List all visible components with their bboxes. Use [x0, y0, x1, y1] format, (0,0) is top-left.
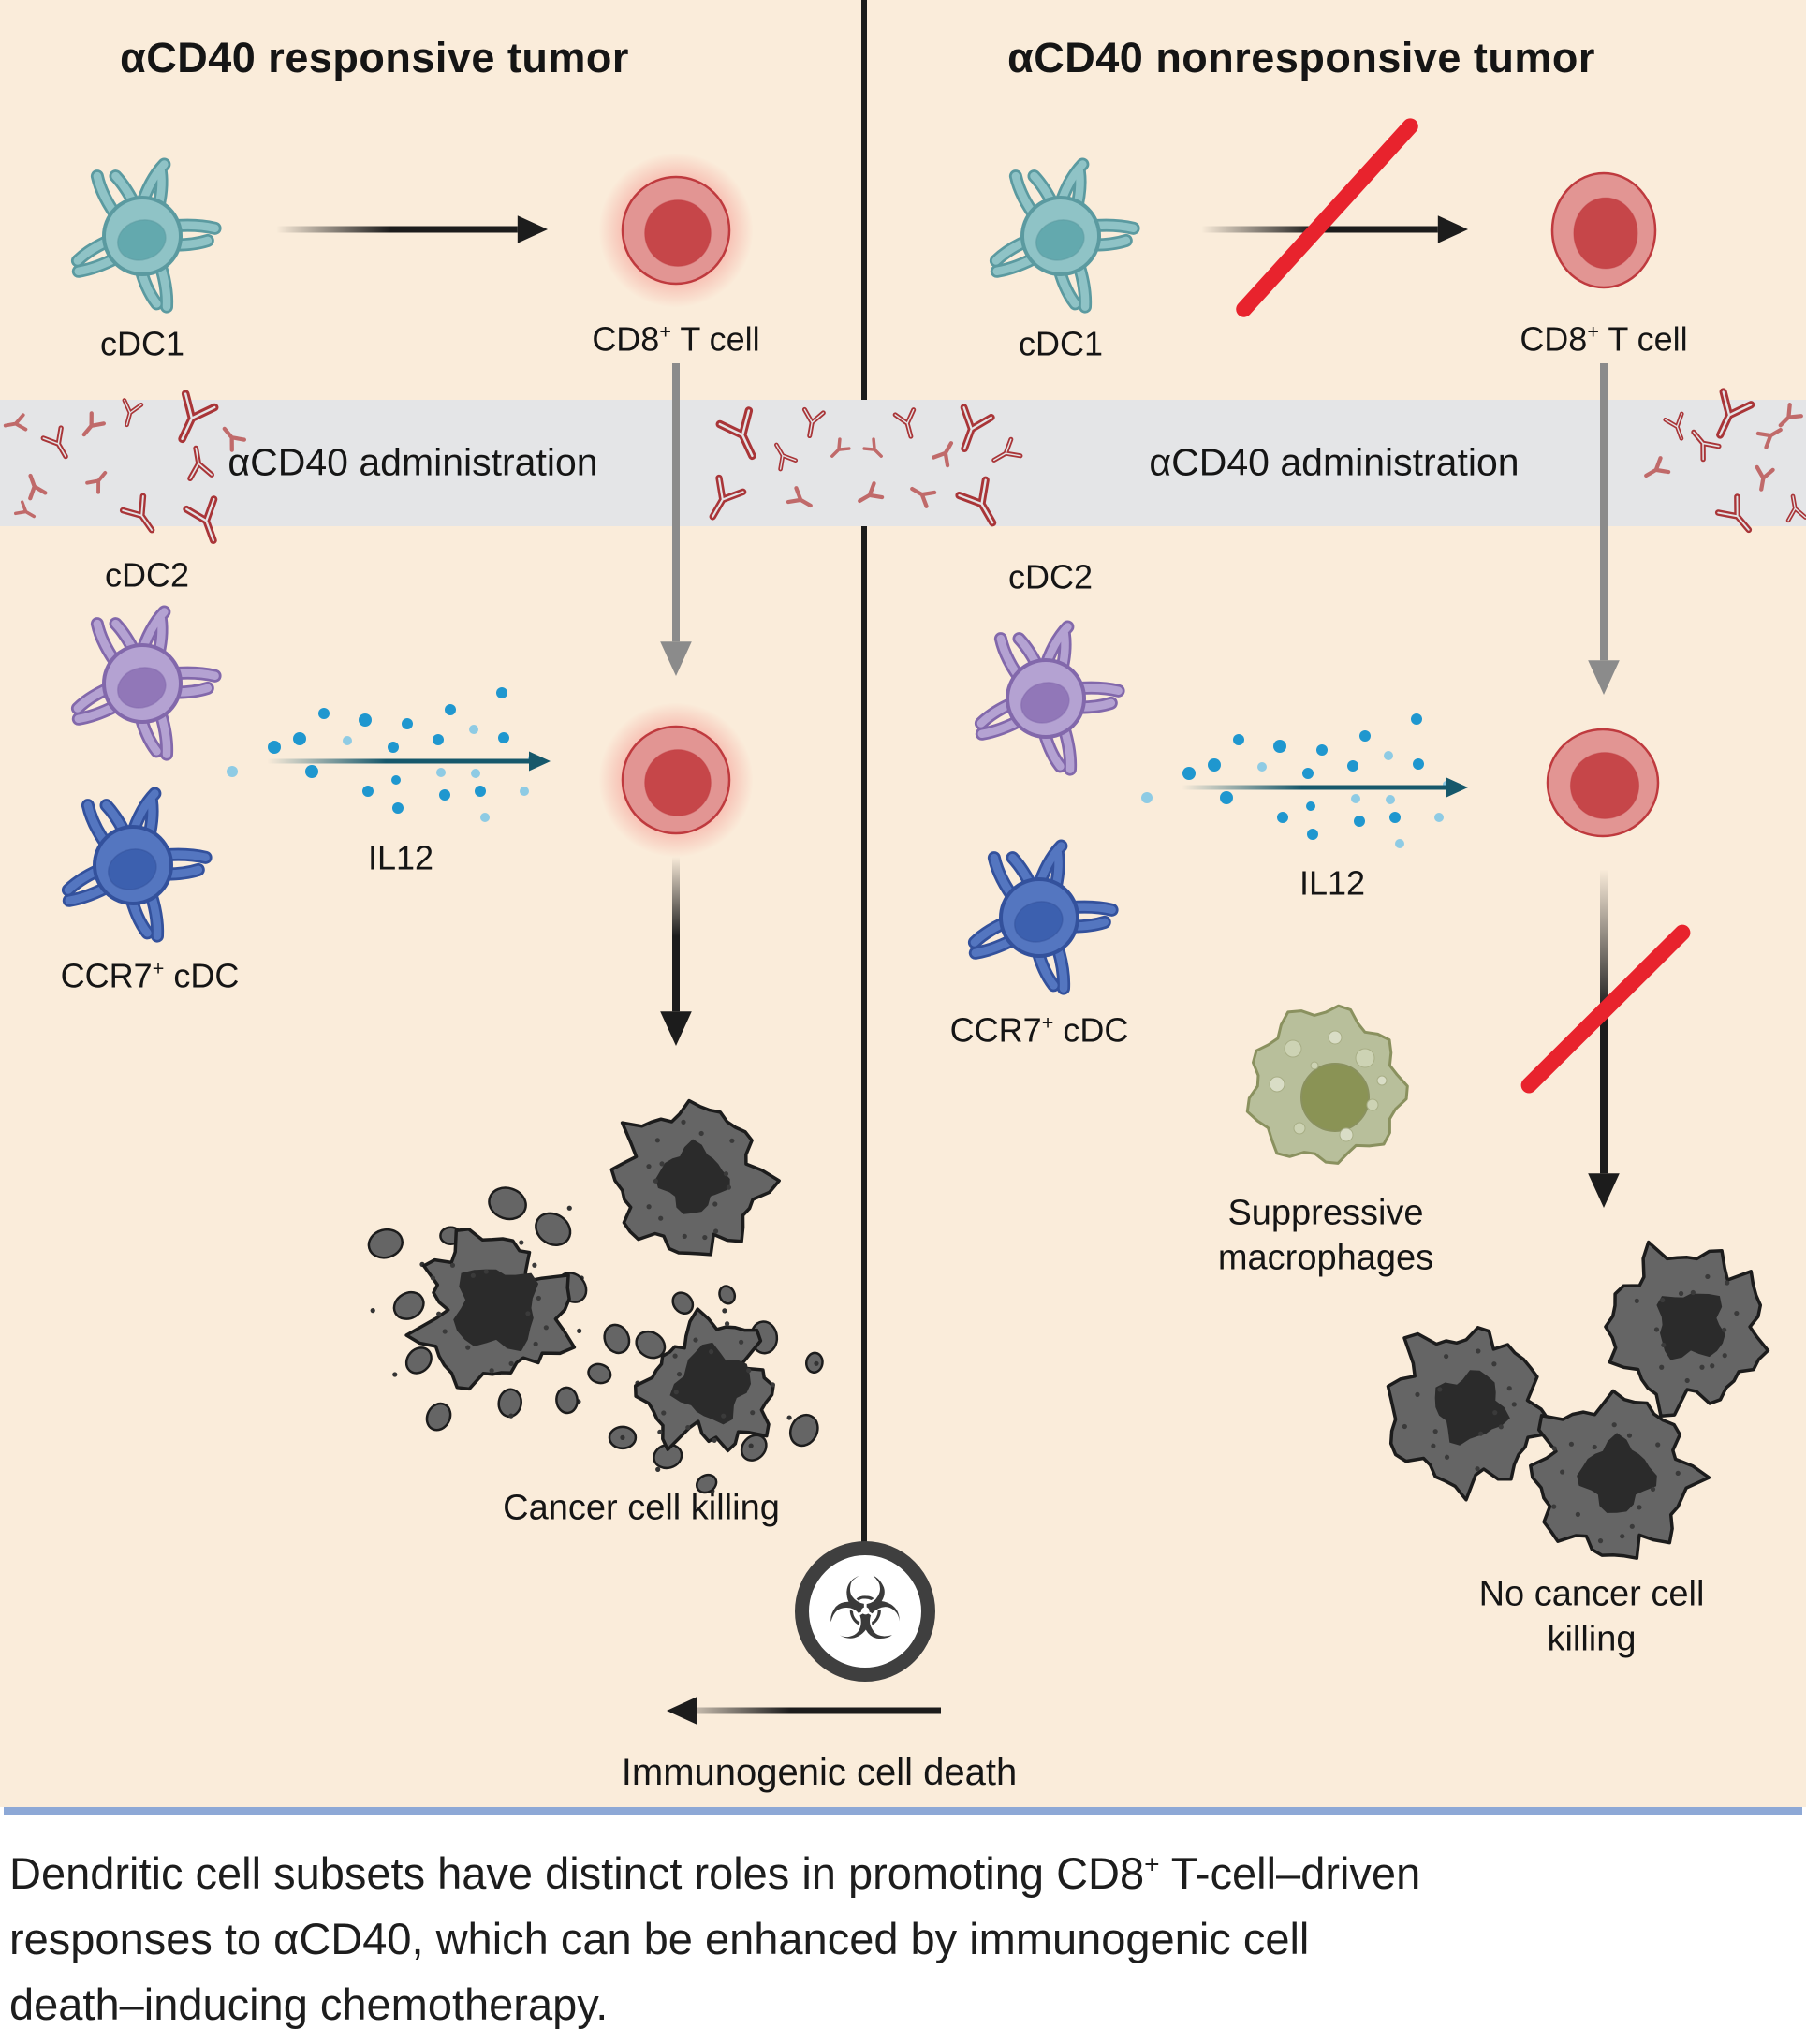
caption-line-3: death–inducing chemotherapy.	[9, 1979, 609, 2029]
cdc1-cell-right	[989, 157, 1140, 314]
cdc1-label-left: cDC1	[99, 324, 185, 363]
cd8-tcell-label-left: CD8+ T cell	[592, 319, 760, 359]
figure-caption: Dendritic cell subsets have distinct rol…	[9, 1841, 1798, 2037]
dying-cancer-cell-2	[367, 1186, 631, 1432]
caption-divider-rule	[4, 1807, 1802, 1815]
cdc2-cell-right	[974, 620, 1125, 776]
prohibit-slash-mid-right	[1517, 920, 1694, 1097]
biohazard-icon: ☣	[826, 1559, 904, 1659]
diagram-canvas: ☣ αCD40 responsive tumor cDC1 CD8+ T cel…	[0, 0, 1806, 1807]
right-panel-title: αCD40 nonresponsive tumor	[1007, 33, 1595, 81]
panel-divider-bottom	[861, 513, 867, 1542]
il12-burst-right	[1141, 713, 1468, 848]
prohibit-slash-top-right	[1232, 114, 1422, 320]
cdc1-cell-left	[70, 157, 222, 314]
cdc2-label-right: cDC2	[1007, 557, 1094, 596]
cancer-cell-right-1	[1604, 1240, 1770, 1418]
caption-line-1: Dendritic cell subsets have distinct rol…	[9, 1848, 1421, 1898]
no-cancer-cell-killing-label: No cancer cell killing	[1478, 1574, 1705, 1659]
left-panel-title: αCD40 responsive tumor	[120, 33, 629, 81]
suppressive-macrophages-label: Suppressive macrophages	[1217, 1193, 1434, 1278]
il12-label-right: IL12	[1299, 863, 1366, 903]
cd8-tcell-left-top	[565, 120, 786, 341]
ccr7-cdc-label-left: CCR7+ cDC	[60, 956, 240, 995]
cd8-tcell-right-mid	[1546, 728, 1660, 838]
cancer-cell-right-3	[1529, 1389, 1711, 1560]
arrow-tcell-to-cancer-left	[660, 857, 692, 1046]
arrow-cdc1-to-cd8-left	[276, 215, 548, 243]
ccr7-cdc-cell-right	[967, 839, 1119, 995]
diagram-artwork	[3, 120, 1806, 1725]
il12-burst-right-arrow	[1182, 777, 1468, 798]
band-label-left: αCD40 administration	[228, 440, 598, 484]
il12-burst-left	[227, 687, 551, 822]
band-label-right: αCD40 administration	[1149, 440, 1520, 484]
panel-divider-top	[861, 0, 867, 405]
caption-line-2: responses to αCD40, which can be enhance…	[9, 1914, 1310, 1963]
ccr7-cdc-cell-left	[61, 787, 213, 943]
cdc1-label-right: cDC1	[1018, 324, 1104, 363]
dying-cancer-cell-1	[609, 1098, 781, 1257]
il12-label-left: IL12	[367, 838, 434, 877]
cdc2-cell-left	[70, 605, 222, 761]
ccr7-cdc-label-right: CCR7+ cDC	[949, 1010, 1129, 1050]
cancer-cell-killing-label: Cancer cell killing	[503, 1488, 780, 1528]
arrow-immunogenic-cell-death	[667, 1697, 941, 1725]
cd8-tcell-left-activated	[565, 669, 786, 890]
cd8-tcell-label-right: CD8+ T cell	[1520, 319, 1688, 359]
immunogenic-cell-death-label: Immunogenic cell death	[621, 1752, 1018, 1793]
biohazard-badge: ☣	[795, 1541, 935, 1682]
suppressive-macrophage-cell	[1245, 1004, 1409, 1165]
cancer-cell-right-2	[1386, 1326, 1551, 1502]
il12-burst-left-arrow	[267, 751, 551, 772]
arrow-tcell-to-cancer-right	[1588, 869, 1620, 1208]
cdc2-label-left: cDC2	[104, 555, 190, 595]
dying-cancer-cell-3	[587, 1285, 824, 1494]
cd8-tcell-right-top	[1550, 171, 1657, 289]
